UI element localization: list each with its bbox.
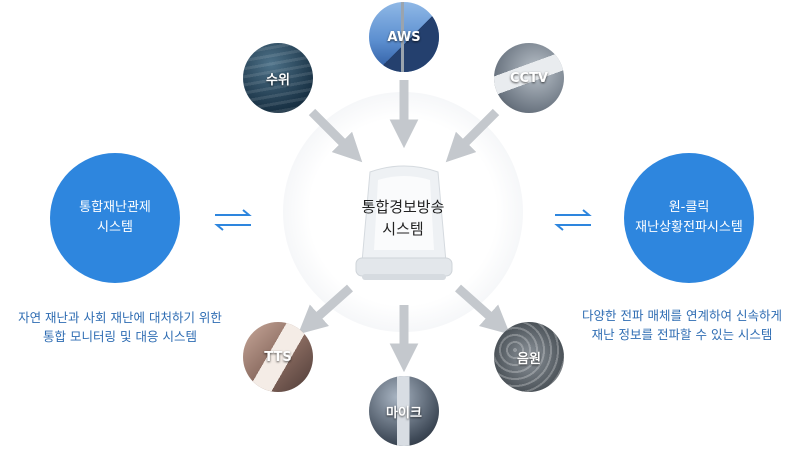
right-system-line-1: 원-클릭 xyxy=(668,200,710,215)
left-system-description: 자연 재난과 사회 재난에 대처하기 위한 통합 모니터링 및 대응 시스템 xyxy=(0,308,240,346)
output-tts-label: TTS xyxy=(264,349,292,365)
smartphone-photo-icon xyxy=(243,322,313,392)
weather-station-photo-icon xyxy=(369,2,439,72)
arrow-water-to-center xyxy=(308,108,363,163)
output-mic: 마이크 xyxy=(369,376,439,446)
center-system-title: 통합경보방송 시스템 xyxy=(343,196,463,240)
left-desc-line-1: 자연 재난과 사회 재난에 대처하기 위한 xyxy=(18,310,222,325)
siren-icon xyxy=(355,165,453,280)
input-water-level: 수위 xyxy=(243,43,313,113)
output-sound: 음원 xyxy=(494,322,564,392)
right-system-description: 다양한 전파 매체를 연계하여 신속하게 재난 정보를 전파할 수 있는 시스템 xyxy=(560,306,804,344)
left-system-line-2: 시스템 xyxy=(97,220,133,235)
cctv-camera-photo-icon xyxy=(494,43,564,113)
left-desc-line-2: 통합 모니터링 및 대응 시스템 xyxy=(43,329,197,344)
water-level-photo-icon xyxy=(243,43,313,113)
output-tts: TTS xyxy=(243,322,313,392)
arrow-center-to-tts xyxy=(297,284,353,335)
exchange-arrows-left-icon xyxy=(214,209,252,231)
input-water-level-label: 수위 xyxy=(266,72,290,88)
right-system-circle: 원-클릭 재난상황전파시스템 xyxy=(624,153,754,283)
center-title-line-2: 시스템 xyxy=(382,220,424,238)
output-sound-label: 음원 xyxy=(517,351,541,367)
microphone-photo-icon xyxy=(369,376,439,446)
input-aws-label: AWS xyxy=(387,29,421,45)
input-aws: AWS xyxy=(369,2,439,72)
audio-equipment-photo-icon xyxy=(494,322,564,392)
right-desc-line-2: 재난 정보를 전파할 수 있는 시스템 xyxy=(591,327,773,342)
input-cctv-label: CCTV xyxy=(509,70,548,86)
arrow-center-to-sound xyxy=(455,284,511,335)
center-title-line-1: 통합경보방송 xyxy=(361,198,445,216)
input-cctv: CCTV xyxy=(494,43,564,113)
right-system-line-2: 재난상황전파시스템 xyxy=(635,220,743,235)
arrow-cctv-to-center xyxy=(445,108,500,163)
right-desc-line-1: 다양한 전파 매체를 연계하여 신속하게 xyxy=(582,308,782,323)
exchange-arrows-right-icon xyxy=(554,209,592,231)
left-system-line-1: 통합재난관제 xyxy=(79,200,151,215)
output-mic-label: 마이크 xyxy=(386,405,422,421)
left-system-circle: 통합재난관제 시스템 xyxy=(50,153,180,283)
